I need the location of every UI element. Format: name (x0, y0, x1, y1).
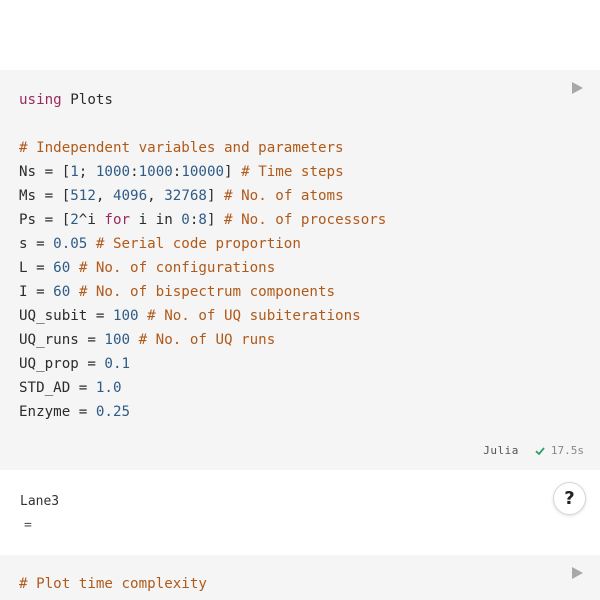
code-token: 0.05 (53, 236, 88, 252)
code-token: 10000 (181, 164, 225, 180)
code-token: : (189, 212, 199, 228)
code-token: ; (78, 164, 96, 180)
code-token: UQ_prop = (19, 356, 105, 372)
code-token: using (19, 92, 62, 108)
code-line[interactable]: # Independent variables and parameters (19, 136, 386, 160)
code-line[interactable]: UQ_runs = 100 # No. of UQ runs (19, 328, 386, 352)
output-cell: Lane3 = ? (0, 470, 600, 555)
run-cell-icon[interactable] (572, 82, 583, 94)
code-token: 32768 (164, 188, 207, 204)
code-cell-parameters[interactable]: using Plots # Independent variables and p… (0, 70, 600, 470)
code-line[interactable]: Ps = [2^i for i in 0:8] # No. of process… (19, 208, 386, 232)
code-token: Ms = [ (19, 188, 71, 204)
code-token: 0.25 (95, 404, 131, 420)
cell-language: Julia (483, 444, 519, 457)
code-token: i in (130, 212, 182, 228)
code-line[interactable]: UQ_subit = 100 # No. of UQ subiterations (19, 304, 386, 328)
code-token: # Independent variables and parameters (19, 140, 344, 156)
code-token: # No. of atoms (224, 188, 344, 204)
code-cell-plot[interactable]: # Plot time complexity (0, 555, 600, 600)
code-token: # Serial code proportion (95, 236, 301, 252)
code-line[interactable]: Ns = [1; 1000:1000:10000] # Time steps (19, 160, 386, 184)
code-token: 1000 (95, 164, 131, 180)
code-token: 512 (70, 188, 96, 204)
success-check-icon (535, 446, 545, 455)
code-token: # No. of bispectrum components (78, 284, 336, 300)
help-button[interactable]: ? (553, 482, 586, 515)
code-token: UQ_runs = (19, 332, 105, 348)
code-token: 4096 (112, 188, 148, 204)
code-token: 1 (70, 164, 79, 180)
code-token: 60 (53, 284, 71, 300)
code-token: UQ_subit = (19, 308, 113, 324)
code-line[interactable] (19, 112, 386, 136)
code-token: Enzyme = (19, 404, 96, 420)
code-token: 2 (70, 212, 79, 228)
code-token: for (104, 212, 131, 228)
code-token: 0 (181, 212, 190, 228)
code-token: # No. of processors (224, 212, 387, 228)
top-spacer (0, 0, 600, 70)
code-token: 1.0 (95, 380, 122, 396)
code-token: Ps = [ (19, 212, 71, 228)
cell-status: Julia 17.5s (483, 444, 584, 457)
code-token (70, 284, 79, 300)
code-token: , (95, 188, 113, 204)
code-editor[interactable]: # Plot time complexity (19, 572, 207, 596)
code-line[interactable]: STD_AD = 1.0 (19, 376, 386, 400)
code-token: I = (19, 284, 54, 300)
code-line[interactable]: using Plots (19, 88, 386, 112)
code-token: Ns = [ (19, 164, 71, 180)
code-line[interactable]: UQ_prop = 0.1 (19, 352, 386, 376)
code-line[interactable]: # Plot time complexity (19, 572, 207, 596)
code-token: s = (19, 236, 54, 252)
code-token: L = (19, 260, 54, 276)
code-token: ] (206, 188, 225, 204)
run-cell-icon[interactable] (572, 567, 583, 579)
code-token: ] (206, 212, 225, 228)
code-token: , (147, 188, 165, 204)
code-token: Plots (61, 92, 113, 108)
output-equals: = (24, 518, 32, 533)
code-token: # Plot time complexity (19, 576, 207, 592)
code-token: # No. of UQ runs (138, 332, 276, 348)
code-token (130, 332, 139, 348)
code-token (70, 260, 79, 276)
code-token (87, 236, 96, 252)
code-token: STD_AD = (19, 380, 96, 396)
code-token: : (172, 164, 182, 180)
code-line[interactable]: Ms = [512, 4096, 32768] # No. of atoms (19, 184, 386, 208)
code-line[interactable]: L = 60 # No. of configurations (19, 256, 386, 280)
code-editor[interactable]: using Plots # Independent variables and p… (19, 88, 386, 424)
code-token: # No. of configurations (78, 260, 276, 276)
code-line[interactable]: Enzyme = 0.25 (19, 400, 386, 424)
code-line[interactable]: I = 60 # No. of bispectrum components (19, 280, 386, 304)
code-token (139, 308, 148, 324)
code-token: 100 (104, 332, 131, 348)
code-token: 1000 (138, 164, 173, 180)
output-variable-name: Lane3 (20, 494, 60, 509)
code-token: 0.1 (104, 356, 131, 372)
code-token: ] (224, 164, 242, 180)
code-token: ^i (78, 212, 105, 228)
code-token: 100 (112, 308, 139, 324)
cell-runtime: 17.5s (550, 444, 584, 457)
code-line[interactable]: s = 0.05 # Serial code proportion (19, 232, 386, 256)
code-token: 60 (53, 260, 71, 276)
code-token: # No. of UQ subiterations (147, 308, 361, 324)
code-token: : (130, 164, 139, 180)
code-token: # Time steps (241, 164, 344, 180)
code-token: 8 (198, 212, 207, 228)
